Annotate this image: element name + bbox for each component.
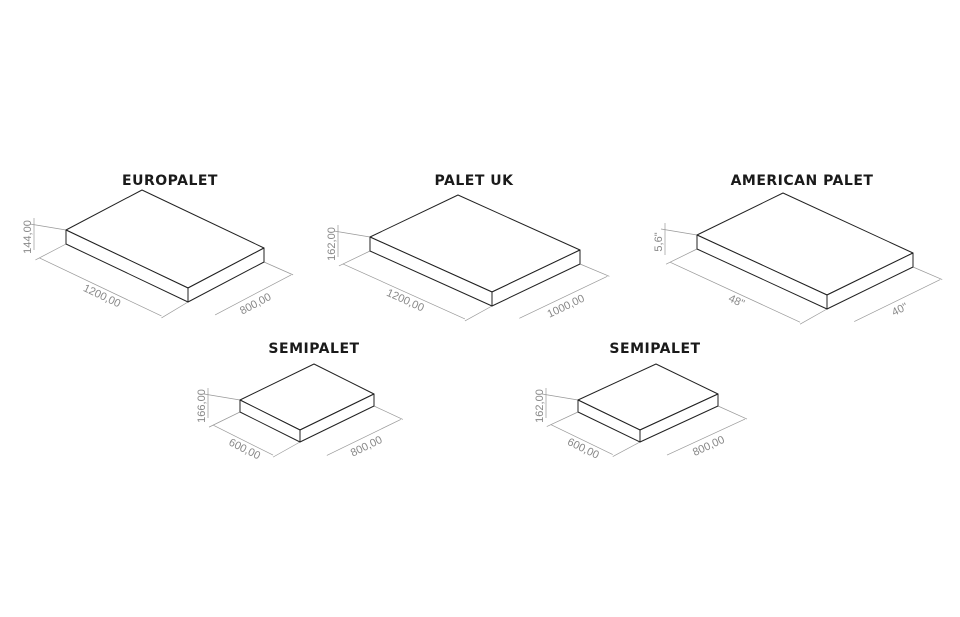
pallet-side-face bbox=[187, 247, 265, 303]
width-dimension-line bbox=[214, 274, 292, 316]
extension-line bbox=[263, 261, 294, 276]
width-dimension-label: 800,00 bbox=[238, 291, 273, 317]
width-dimension-line bbox=[666, 418, 746, 456]
pallet-uk: PALET UK 162,00 1200,00 1000,00 bbox=[326, 173, 610, 322]
extension-line bbox=[665, 248, 698, 265]
extension-line bbox=[161, 301, 189, 319]
width-dimension-line bbox=[519, 276, 608, 319]
length-dimension-label: 1200,00 bbox=[81, 282, 122, 310]
extension-line bbox=[464, 305, 493, 322]
pallet-title: SEMIPALET bbox=[609, 341, 700, 357]
pallet-title: SEMIPALET bbox=[268, 341, 359, 357]
extension-line bbox=[208, 411, 241, 428]
length-dimension-label: 48" bbox=[726, 293, 746, 311]
width-dimension-label: 800,00 bbox=[349, 434, 385, 460]
pallet-title: EUROPALET bbox=[122, 173, 218, 189]
pallet-semipalet-2: SEMIPALET 162,00 600,00 800,00 bbox=[534, 341, 748, 462]
extension-line bbox=[29, 223, 67, 231]
height-dimension-label: 144,00 bbox=[22, 220, 34, 254]
extension-line bbox=[35, 243, 67, 261]
pallet-semipalet-1: SEMIPALET 166,00 600,00 800,00 bbox=[196, 341, 403, 462]
extension-line bbox=[717, 405, 748, 420]
width-dimension-label: 800,00 bbox=[691, 434, 727, 459]
extension-line bbox=[612, 441, 641, 457]
height-dimension-label: 162,00 bbox=[326, 227, 338, 261]
extension-line bbox=[912, 266, 943, 280]
pallet-side-face bbox=[826, 252, 914, 310]
extension-line bbox=[333, 230, 371, 238]
extension-line bbox=[338, 250, 371, 267]
height-dimension-label: 5,6" bbox=[653, 232, 665, 251]
pallet-europalet: EUROPALET 144,00 1200,00 800,00 bbox=[22, 173, 294, 319]
width-dimension-label: 40" bbox=[890, 301, 910, 319]
height-dimension-label: 162,00 bbox=[534, 389, 546, 423]
extension-line bbox=[541, 393, 579, 401]
extension-line bbox=[660, 228, 698, 236]
extension-line bbox=[272, 441, 301, 458]
length-dimension-label: 1200,00 bbox=[385, 287, 426, 314]
pallet-side-face bbox=[299, 393, 375, 443]
height-dimension-label: 166,00 bbox=[196, 389, 208, 423]
width-dimension-label: 1000,00 bbox=[546, 293, 587, 321]
length-dimension-line bbox=[550, 424, 613, 455]
length-dimension-line bbox=[669, 261, 801, 323]
pallet-american: AMERICAN PALET 5,6" 48" 40" bbox=[653, 173, 943, 325]
extension-line bbox=[546, 411, 579, 427]
pallet-title: AMERICAN PALET bbox=[731, 173, 874, 189]
pallet-side-face bbox=[639, 393, 719, 443]
pallet-side-face bbox=[491, 249, 581, 307]
extension-line bbox=[203, 393, 241, 401]
length-dimension-line bbox=[212, 424, 274, 456]
extension-line bbox=[373, 405, 403, 420]
extension-line bbox=[799, 308, 828, 325]
extension-line bbox=[579, 263, 610, 277]
width-dimension-line bbox=[854, 279, 941, 322]
length-dimension-line bbox=[342, 263, 466, 320]
width-dimension-line bbox=[326, 419, 401, 456]
pallet-title: PALET UK bbox=[435, 173, 515, 189]
length-dimension-line bbox=[39, 257, 162, 317]
